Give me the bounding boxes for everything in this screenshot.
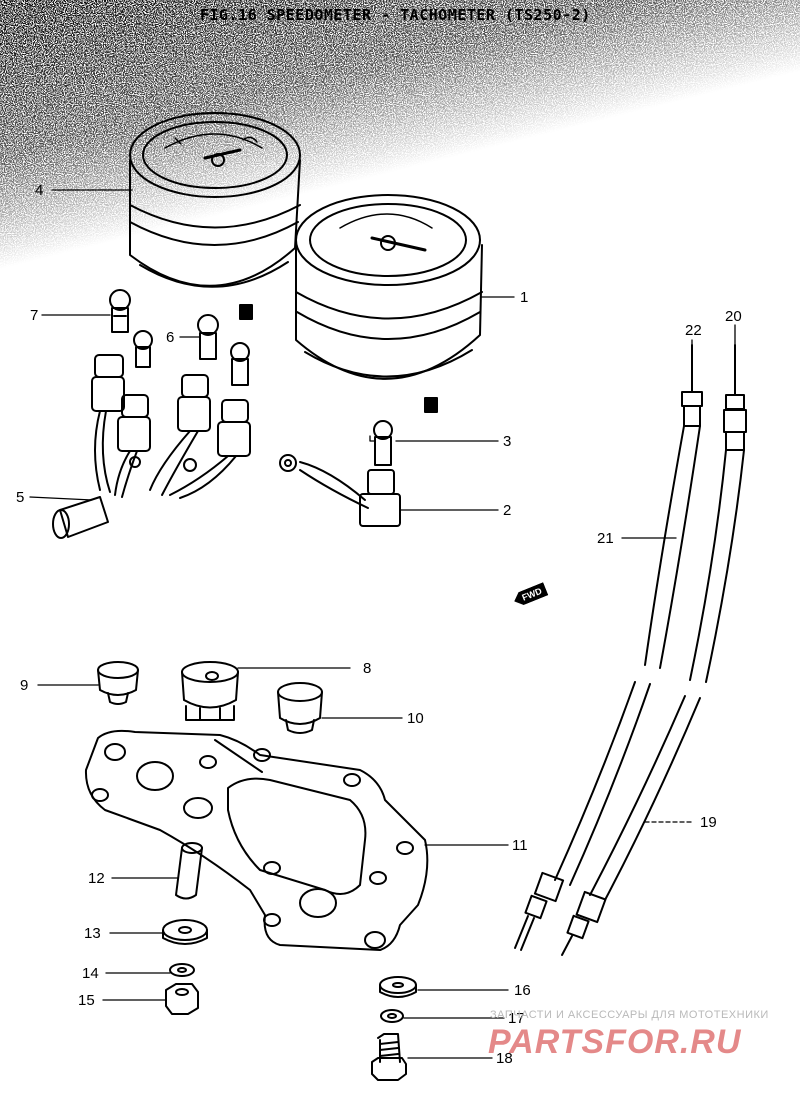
callout-6: 6 xyxy=(166,329,175,346)
callout-7: 7 xyxy=(30,307,39,324)
bulb-3 xyxy=(373,420,393,466)
callout-8: 8 xyxy=(363,660,372,677)
lower-cables xyxy=(514,681,701,956)
watermark-brand: PARTSFOR.RU xyxy=(488,1023,742,1061)
bulb-7 xyxy=(109,289,131,333)
cushion-8 xyxy=(181,661,239,721)
callout-11: 11 xyxy=(512,837,528,854)
washer-16 xyxy=(379,976,417,998)
callout-4: 4 xyxy=(35,182,44,199)
callout-3: 3 xyxy=(503,433,512,450)
washer-13 xyxy=(162,919,208,945)
cushion-9 xyxy=(97,661,139,705)
callout-18: 18 xyxy=(496,1050,513,1067)
watermark-tagline: ЗАПЧАСТИ И АКСЕССУАРЫ ДЛЯ МОТОТЕХНИКИ xyxy=(490,1009,769,1021)
tachometer-unit xyxy=(129,112,301,320)
callout-21: 21 xyxy=(597,530,614,547)
socket-2 xyxy=(279,454,401,527)
callout-17: 17 xyxy=(508,1010,525,1027)
callout-13: 13 xyxy=(84,925,101,942)
bulb-6b xyxy=(197,314,219,360)
callout-15: 15 xyxy=(78,992,95,1009)
leader-lines xyxy=(29,189,736,1059)
bolt-18 xyxy=(371,1033,407,1081)
figure-title: FIG.16 SPEEDOMETER - TACHOMETER (TS250-2… xyxy=(200,6,591,24)
speedometer-unit xyxy=(295,194,483,413)
callout-12: 12 xyxy=(88,870,105,887)
wiring-harness xyxy=(52,354,251,539)
callout-5: 5 xyxy=(16,489,25,506)
cushion-10 xyxy=(277,682,323,734)
callout-19: 19 xyxy=(700,814,717,831)
callout-9: 9 xyxy=(20,677,29,694)
bulb-6c xyxy=(230,342,250,386)
nut-15 xyxy=(165,983,199,1015)
callout-10: 10 xyxy=(407,710,424,727)
meter-bracket xyxy=(84,729,429,951)
lock-washer-14 xyxy=(169,963,195,977)
callout-1: 1 xyxy=(520,289,529,306)
scan-noise xyxy=(0,0,800,330)
spacer-12 xyxy=(175,842,203,900)
tacho-cable xyxy=(644,344,703,669)
callout-20: 20 xyxy=(725,308,742,325)
callout-14: 14 xyxy=(82,965,99,982)
bulb-6a xyxy=(133,330,153,368)
callout-22: 22 xyxy=(685,322,702,339)
speedo-cable xyxy=(689,344,747,683)
lock-washer-17 xyxy=(380,1009,404,1023)
callout-2: 2 xyxy=(503,502,512,519)
callout-16: 16 xyxy=(514,982,531,999)
